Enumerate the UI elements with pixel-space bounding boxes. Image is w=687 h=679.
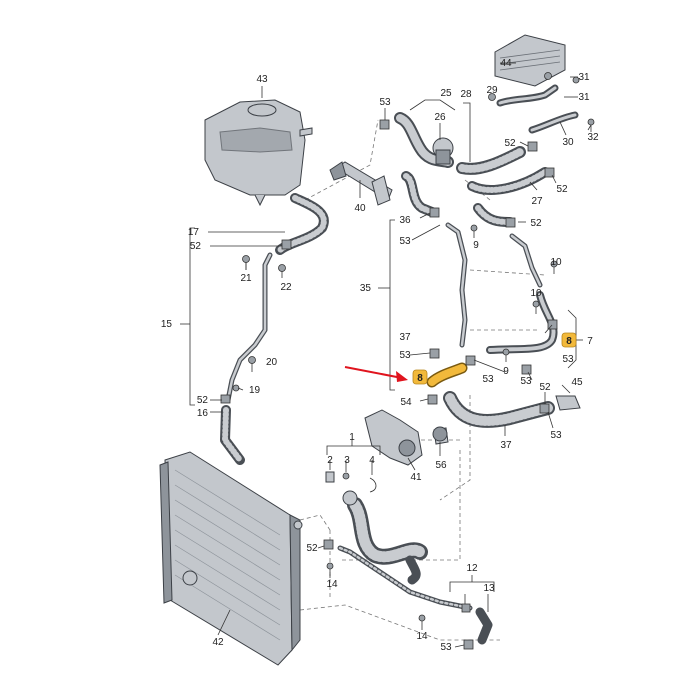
label-9b: 9: [503, 366, 509, 377]
label-8-right: 8: [566, 336, 572, 347]
label-15: 15: [161, 319, 173, 330]
label-30: 30: [562, 137, 574, 148]
label-7: 7: [587, 336, 593, 347]
hose-37-lower: [443, 391, 555, 428]
label-53b: 53: [399, 236, 411, 247]
radiator: [159, 451, 303, 666]
label-21: 21: [240, 273, 252, 284]
label-29: 29: [486, 85, 498, 96]
label-36: 36: [399, 215, 411, 226]
highlight-badge-8-right: 8: [561, 332, 577, 348]
label-31a: 31: [578, 72, 590, 83]
label-40: 40: [354, 203, 366, 214]
fitting-45: [555, 395, 581, 411]
label-52a: 52: [190, 241, 202, 252]
label-52d: 52: [556, 184, 568, 195]
label-45: 45: [571, 377, 583, 388]
label-53f: 53: [562, 354, 574, 365]
label-53e: 53: [520, 376, 532, 387]
label-31b: 31: [578, 92, 590, 103]
label-17: 17: [188, 227, 200, 238]
small-parts-2-3-4: [325, 471, 377, 493]
label-53g: 53: [550, 430, 562, 441]
label-20: 20: [266, 357, 278, 368]
label-28: 28: [460, 89, 472, 100]
hose-8-highlighted: [426, 362, 468, 388]
label-4: 4: [369, 455, 375, 466]
label-53h: 53: [440, 642, 452, 653]
label-53c: 53: [399, 350, 411, 361]
line-12: [337, 545, 493, 645]
label-43: 43: [256, 74, 268, 85]
label-53d: 53: [482, 374, 494, 385]
label-13: 13: [483, 583, 495, 594]
label-37b: 37: [500, 440, 512, 451]
coolant-line-15: [220, 239, 292, 404]
callout-labels: 43 17 52 15 21 22 20 19 52 16 42 53 25 2…: [161, 58, 599, 653]
label-19: 19: [249, 385, 261, 396]
label-54: 54: [400, 397, 412, 408]
label-32: 32: [587, 132, 599, 143]
bolts-left: [232, 255, 286, 392]
label-27: 27: [531, 196, 543, 207]
label-14a: 14: [326, 579, 338, 590]
label-26: 26: [434, 112, 446, 123]
label-53a: 53: [379, 97, 391, 108]
label-10b: 10: [530, 288, 542, 299]
label-56: 56: [435, 460, 447, 471]
hose-36: [401, 171, 437, 217]
label-52f: 52: [539, 382, 551, 393]
label-42: 42: [212, 637, 224, 648]
label-14b: 14: [416, 631, 428, 642]
expansion-tank: [204, 99, 313, 207]
label-2: 2: [327, 455, 333, 466]
highlight-badge-8-left: 8: [412, 369, 428, 385]
hose-clamps: [323, 119, 558, 650]
hose-7: [486, 291, 558, 354]
label-25: 25: [440, 88, 452, 99]
bolts-right: [326, 76, 595, 628]
label-35: 35: [360, 283, 372, 294]
label-8-left: 8: [417, 373, 423, 384]
label-10a: 10: [550, 257, 562, 268]
leader-lines: [180, 62, 592, 648]
label-16: 16: [197, 408, 209, 419]
label-44: 44: [500, 58, 512, 69]
indicator-arrow: [344, 366, 408, 382]
label-12: 12: [466, 563, 478, 574]
hoses-28-30: [488, 72, 579, 134]
hose-16: [220, 405, 245, 465]
label-52g: 52: [306, 543, 318, 554]
label-9a: 9: [473, 240, 479, 251]
label-52c: 52: [504, 138, 516, 149]
label-3: 3: [344, 455, 350, 466]
label-52e: 52: [530, 218, 542, 229]
label-41: 41: [410, 472, 422, 483]
hose-1-lower: [342, 490, 428, 585]
label-1: 1: [349, 432, 355, 443]
label-52b: 52: [197, 395, 209, 406]
pipe-35: [445, 222, 543, 348]
label-37a: 37: [399, 332, 411, 343]
hose-25-and-valve-26: [394, 112, 526, 175]
label-22: 22: [280, 282, 292, 293]
connector-40: [329, 161, 393, 206]
